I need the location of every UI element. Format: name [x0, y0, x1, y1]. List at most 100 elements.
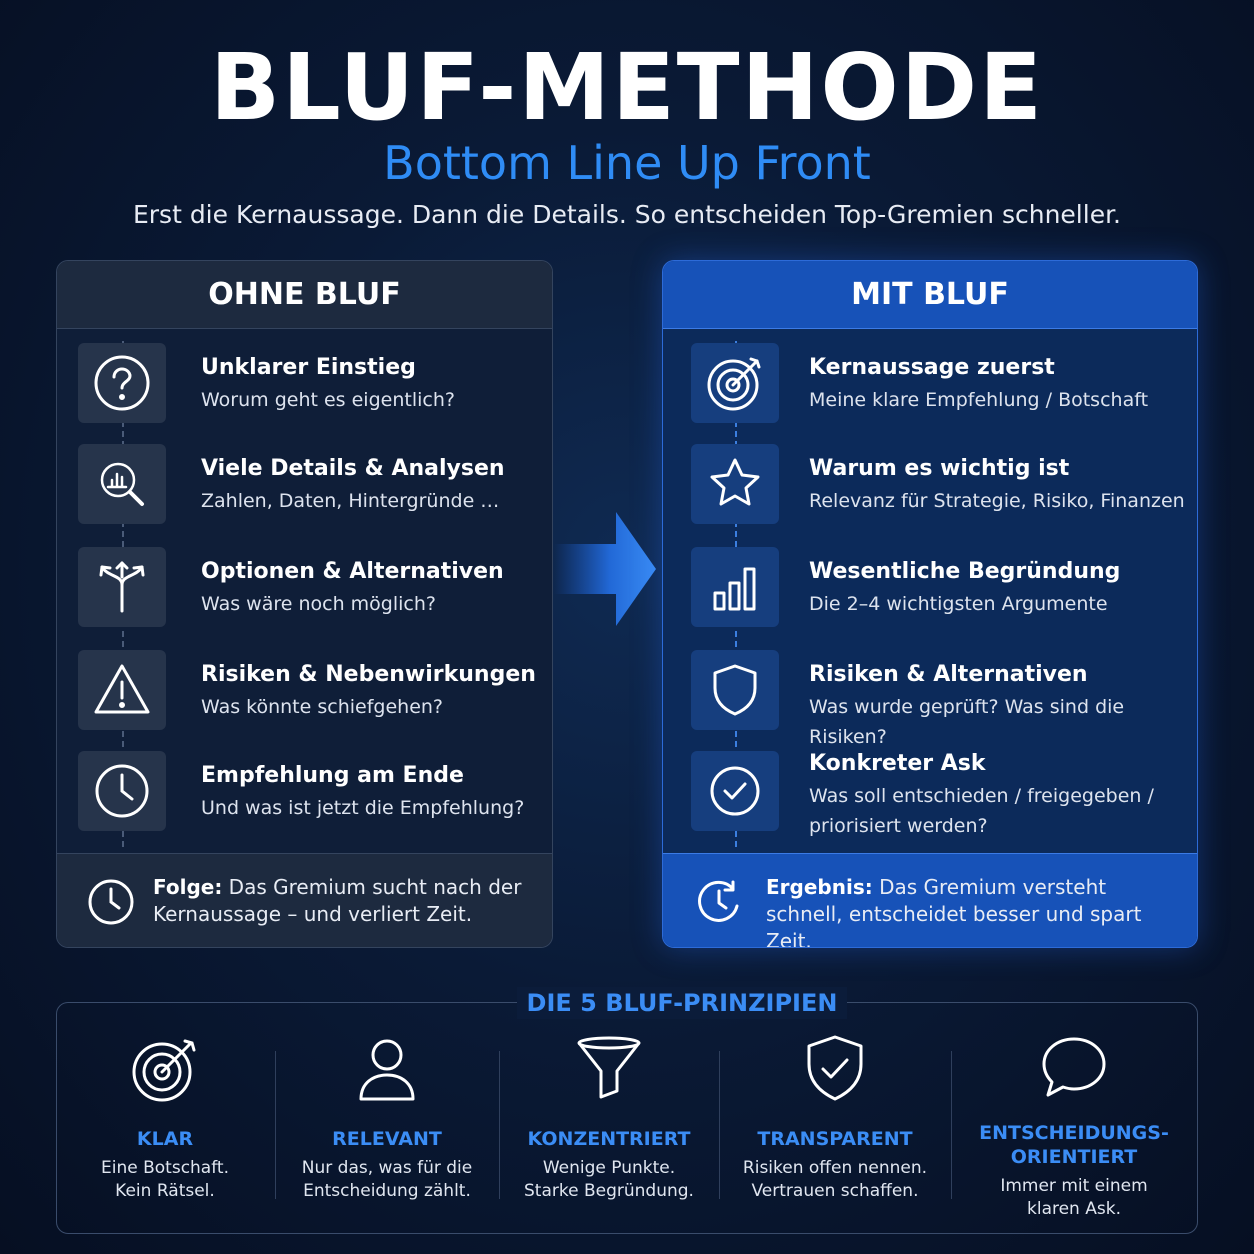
page-tagline: Erst die Kernaussage. Dann die Details. … — [132, 200, 1122, 229]
row-title: Unklarer Einstieg — [201, 355, 416, 380]
row-text: Risiken & Nebenwirkungen Was könnte schi… — [201, 660, 536, 722]
principle-desc: Starke Begründung. — [524, 1181, 694, 1201]
principle-desc: Nur das, was für die — [301, 1158, 473, 1178]
warning-icon — [78, 650, 166, 730]
row-subtitle: Was soll entschieden / freigegeben / — [809, 785, 1154, 807]
principle-transparent: TRANSPARENT Risiken offen nennen. Vertra… — [729, 1033, 941, 1229]
page-title: BLUF-METHODE — [210, 34, 1044, 141]
principle-label: ORIENTIERT — [1010, 1146, 1138, 1168]
row-subtitle: Was wäre noch möglich? — [201, 593, 436, 615]
row-title: Konkreter Ask — [809, 751, 986, 776]
principle-desc: Entscheidung zählt. — [303, 1181, 471, 1201]
principles-section: DIE 5 BLUF-PRINZIPIEN KLAR Eine Botschaf… — [56, 987, 1198, 1234]
panel-header-left: OHNE BLUF — [57, 261, 552, 329]
footer-label: Ergebnis: — [766, 875, 873, 899]
row-title: Wesentliche Begründung — [809, 559, 1121, 584]
row-text: Unklarer Einstieg Worum geht es eigentli… — [201, 353, 455, 415]
clock-icon — [78, 751, 166, 831]
list-item: Optionen & Alternativen Was wäre noch mö… — [57, 547, 552, 629]
footer-text: Das Gremium sucht nach der Kernaussage –… — [153, 875, 522, 926]
principle-entscheidungsorientiert: ENTSCHEIDUNGS- ORIENTIERT Immer mit eine… — [961, 1033, 1187, 1229]
magnifier-chart-icon — [78, 444, 166, 524]
row-subtitle: Relevanz für Strategie, Risiko, Finanzen — [809, 490, 1185, 512]
row-subtitle: priorisiert werden? — [809, 815, 988, 837]
principle-konzentriert: KONZENTRIERT Wenige Punkte. Starke Begrü… — [509, 1033, 709, 1229]
principle-desc: Vertrauen schaffen. — [751, 1181, 919, 1201]
row-text: Viele Details & Analysen Zahlen, Daten, … — [201, 454, 505, 516]
funnel-icon — [577, 1036, 641, 1099]
row-title: Warum es wichtig ist — [809, 456, 1070, 481]
target-icon — [691, 343, 779, 423]
list-item: Kernaussage zuerst Meine klare Empfehlun… — [663, 343, 1197, 425]
panel-with-bluf: MIT BLUF Kernaussage zuerst Meine klare … — [662, 260, 1198, 948]
principle-desc: Eine Botschaft. — [101, 1158, 229, 1178]
row-title: Risiken & Alternativen — [809, 662, 1088, 687]
principle-desc: Immer mit einem — [1000, 1176, 1148, 1196]
split-arrows-icon — [78, 547, 166, 627]
footer-label: Folge: — [153, 875, 223, 899]
list-item: Empfehlung am Ende Und was ist jetzt die… — [57, 751, 552, 833]
row-text: Kernaussage zuerst Meine klare Empfehlun… — [809, 353, 1148, 415]
row-text: Warum es wichtig ist Relevanz für Strate… — [809, 454, 1185, 516]
principles-title: DIE 5 BLUF-PRINZIPIEN — [517, 987, 847, 1019]
footer-consequence: Folge: Das Gremium sucht nach der Kernau… — [153, 874, 533, 928]
list-item: Warum es wichtig ist Relevanz für Strate… — [663, 444, 1197, 526]
principle-label: KLAR — [136, 1128, 194, 1150]
principle-desc: Wenige Punkte. — [542, 1158, 676, 1178]
footer-text: Das Gremium versteht schnell, entscheide… — [766, 875, 1142, 948]
list-item: Risiken & Nebenwirkungen Was könnte schi… — [57, 650, 552, 732]
row-subtitle: Und was ist jetzt die Empfehlung? — [201, 797, 525, 819]
divider — [499, 1051, 500, 1199]
row-text: Konkreter Ask Was soll entschieden / fre… — [809, 749, 1154, 841]
row-title: Kernaussage zuerst — [809, 355, 1055, 380]
left-rows: Unklarer Einstieg Worum geht es eigentli… — [57, 329, 552, 855]
row-title: Viele Details & Analysen — [201, 456, 505, 481]
principle-desc: Kein Rätsel. — [115, 1181, 215, 1201]
principle-label: TRANSPARENT — [757, 1128, 913, 1150]
row-subtitle: Die 2–4 wichtigsten Argumente — [809, 593, 1108, 615]
divider — [951, 1051, 952, 1199]
row-subtitle: Meine klare Empfehlung / Botschaft — [809, 389, 1149, 411]
principle-label: RELEVANT — [332, 1128, 442, 1150]
row-text: Risiken & Alternativen Was wurde geprüft… — [809, 660, 1197, 752]
row-subtitle: Was wurde geprüft? Was sind die Risiken? — [809, 696, 1125, 748]
footer-result: Ergebnis: Das Gremium versteht schnell, … — [766, 874, 1186, 948]
list-item: Konkreter Ask Was soll entschieden / fre… — [663, 751, 1197, 837]
speech-bubble-icon — [1042, 1037, 1106, 1097]
row-subtitle: Zahlen, Daten, Hintergründe … — [201, 490, 500, 512]
check-circle-icon — [691, 751, 779, 831]
row-title: Optionen & Alternativen — [201, 559, 504, 584]
row-subtitle: Was könnte schiefgehen? — [201, 696, 444, 718]
row-title: Risiken & Nebenwirkungen — [201, 662, 536, 687]
divider — [719, 1051, 720, 1199]
principle-label: KONZENTRIERT — [527, 1128, 691, 1150]
row-subtitle: Worum geht es eigentlich? — [201, 389, 455, 411]
arrow-right-icon — [554, 512, 656, 626]
row-text: Optionen & Alternativen Was wäre noch mö… — [201, 557, 504, 619]
list-item: Unklarer Einstieg Worum geht es eigentli… — [57, 343, 552, 425]
list-item: Viele Details & Analysen Zahlen, Daten, … — [57, 444, 552, 526]
page-subtitle: Bottom Line Up Front — [383, 136, 871, 190]
principle-klar: KLAR Eine Botschaft. Kein Rätsel. — [67, 1033, 263, 1229]
divider — [275, 1051, 276, 1199]
list-item: Risiken & Alternativen Was wurde geprüft… — [663, 650, 1197, 748]
panel-footer-left: Folge: Das Gremium sucht nach der Kernau… — [57, 853, 552, 947]
right-rows: Kernaussage zuerst Meine klare Empfehlun… — [663, 329, 1197, 855]
clock-refresh-icon — [698, 880, 739, 922]
bar-chart-icon — [691, 547, 779, 627]
row-text: Empfehlung am Ende Und was ist jetzt die… — [201, 761, 524, 823]
principle-label: ENTSCHEIDUNGS- — [979, 1122, 1169, 1144]
clock-icon — [88, 879, 134, 925]
panel-header-right: MIT BLUF — [663, 261, 1197, 329]
panel-footer-right: Ergebnis: Das Gremium versteht schnell, … — [663, 853, 1197, 947]
row-title: Empfehlung am Ende — [201, 763, 464, 788]
shield-icon — [691, 650, 779, 730]
shield-check-icon — [807, 1035, 863, 1101]
question-icon — [78, 343, 166, 423]
row-text: Wesentliche Begründung Die 2–4 wichtigst… — [809, 557, 1120, 619]
person-icon — [359, 1039, 415, 1101]
list-item: Wesentliche Begründung Die 2–4 wichtigst… — [663, 547, 1197, 629]
principle-relevant: RELEVANT Nur das, was für die Entscheidu… — [285, 1033, 489, 1229]
target-icon — [132, 1039, 196, 1102]
principle-desc: Risiken offen nennen. — [742, 1158, 928, 1178]
